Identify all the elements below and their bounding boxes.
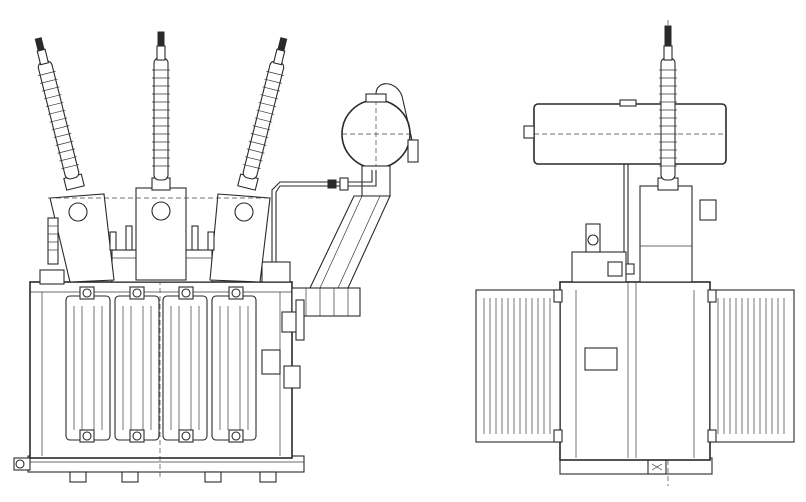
- front-bushing-right: [237, 37, 288, 191]
- side-view: [475, 20, 795, 486]
- radiator-panel-1: [65, 286, 111, 443]
- front-radiators: [65, 286, 257, 443]
- side-conservator: [523, 99, 727, 270]
- radiator-panel-2: [114, 286, 160, 443]
- front-conservator: [341, 83, 419, 197]
- front-control-boxes: [261, 299, 305, 389]
- side-bushing: [657, 25, 679, 191]
- side-bushing-turret: [639, 185, 717, 283]
- front-cover-accessories: [47, 217, 215, 265]
- front-tap-changer-duct: [281, 195, 391, 333]
- side-main-tank: [559, 281, 711, 461]
- front-base: [13, 455, 305, 483]
- front-bushing-center: [151, 31, 171, 191]
- front-bushing-turrets: [48, 187, 272, 283]
- front-oil-pipe: [271, 170, 377, 262]
- radiator-panel-4: [211, 286, 257, 443]
- radiator-panel-3: [162, 286, 208, 443]
- front-view: [13, 31, 419, 483]
- side-tap-changer: [571, 223, 635, 283]
- side-radiator-left: [475, 289, 563, 443]
- front-bushing-left: [34, 37, 85, 191]
- side-radiator-right: [707, 289, 795, 443]
